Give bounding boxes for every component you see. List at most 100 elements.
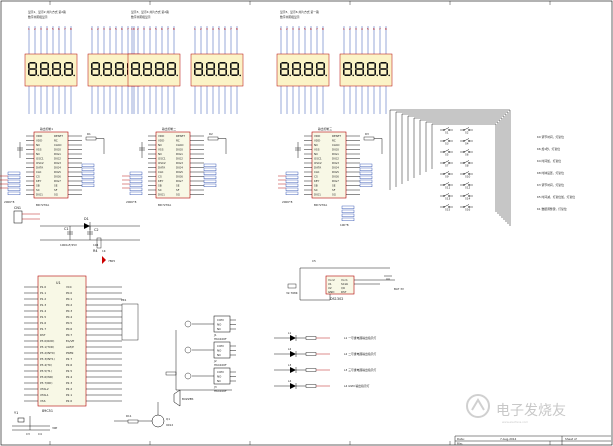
segment <box>35 63 37 69</box>
segment <box>92 74 99 76</box>
chip-pin-left: VSS <box>314 148 320 152</box>
mcu-pin-right: P2.3 <box>66 381 72 385</box>
relay-transistor <box>184 372 192 380</box>
pin-num: 2 <box>34 27 36 31</box>
pin-num: 1 <box>91 27 93 31</box>
chip-pin-left: SC <box>158 188 162 192</box>
res-label: 200K*8 <box>282 200 293 204</box>
decimal-point <box>124 74 126 77</box>
decimal-point <box>289 74 292 77</box>
chip-pin-left: KEY <box>36 179 42 183</box>
chip-title: 输出控制二 <box>162 127 176 131</box>
segment <box>281 68 288 70</box>
chip-pin-left: CS <box>158 175 162 179</box>
segment <box>304 63 306 69</box>
pin-num: 4 <box>298 27 300 31</box>
led-icon <box>290 383 296 389</box>
pin-num: 5 <box>304 27 306 31</box>
chip-pin-right: CLKO <box>332 143 340 147</box>
pin-num: 6 <box>121 27 123 31</box>
chip-pin-left: DIG1 <box>314 193 321 197</box>
mcu-pin-left: P1.4 <box>40 309 46 313</box>
watermark-text: 电子发烧友 <box>496 403 566 419</box>
segment <box>144 74 151 76</box>
pin-num: 3 <box>40 27 42 31</box>
mcu-pin-left: P1.6 <box>40 321 46 325</box>
diode-d1 <box>84 223 90 229</box>
pin-num: 2 <box>200 27 202 31</box>
segment <box>71 63 73 69</box>
segment <box>355 69 357 75</box>
pin-num: 8 <box>385 27 387 31</box>
key-ref: S13 <box>445 197 451 201</box>
segment <box>150 63 152 69</box>
chip-pin-left: VSS <box>36 148 42 152</box>
chip-pin-right: DIG1 <box>176 152 183 156</box>
mcu-pin-right: ALE/P <box>66 345 74 349</box>
segment <box>368 74 375 76</box>
watermark-url: www.elecfans.com <box>502 420 528 424</box>
chip-pin-right: DIG3 <box>176 161 183 165</box>
led-icon <box>290 367 296 373</box>
relay-pin: COM <box>217 344 224 348</box>
chip-pin-right: CLKO <box>54 143 62 147</box>
segment <box>65 62 72 64</box>
key-ref: S8 <box>465 164 469 168</box>
mcu-pin-left: XTAL1 <box>40 393 49 397</box>
bus-line <box>407 115 505 220</box>
segment <box>59 69 61 75</box>
segment <box>317 74 324 76</box>
chip-body <box>33 131 69 199</box>
border-ticks <box>49 1 551 445</box>
mcu-pin-left: P1.2 <box>40 297 46 301</box>
mcu-pin-left: RST <box>40 333 46 337</box>
chip-body <box>311 131 347 199</box>
seven-seg-display <box>127 53 181 87</box>
decimal-point <box>227 74 229 77</box>
pin-num: 8 <box>236 27 238 31</box>
mcu-pin-right: P0.6 <box>66 327 72 331</box>
chip-pin-left: NC <box>36 143 40 147</box>
segment <box>168 68 175 70</box>
key-switch: S15 <box>440 204 453 212</box>
pin-num: 1 <box>194 27 196 31</box>
chip-pin-left: CS <box>314 175 318 179</box>
segment <box>110 63 112 69</box>
key-ref: S6 <box>465 153 469 157</box>
chip-pin-left: VDD <box>36 139 42 143</box>
decimal-point <box>152 74 154 77</box>
chip-pin-right: SF <box>332 188 336 192</box>
key-switch: S1 <box>440 127 453 135</box>
c2-label: C2 <box>94 228 99 232</box>
segment <box>98 69 100 75</box>
key-function-label: K0 调节时间，灯复位 <box>537 135 564 139</box>
battery-label: BAT 3V <box>394 287 404 291</box>
key-ref: S14 <box>465 197 471 201</box>
segment <box>92 62 99 64</box>
segment <box>379 63 381 69</box>
decimal-point <box>388 74 391 77</box>
rtc-pin-l1: X1 <box>328 282 332 286</box>
u-label: 7805 <box>108 259 115 263</box>
segment <box>344 74 351 76</box>
chip-pin-left: VDD <box>314 139 320 143</box>
key-function-label: K1 数据调整键，灯复位 <box>537 207 567 211</box>
mcu-pin-right: VCC <box>66 285 72 289</box>
decimal-point <box>164 74 166 77</box>
connector-cn1 <box>13 210 23 224</box>
chip-pin-left: CS <box>36 175 40 179</box>
chip-pin-left: NC <box>158 152 162 156</box>
decimal-point <box>313 74 316 77</box>
segment <box>231 68 238 70</box>
segment <box>201 63 203 69</box>
segment <box>132 74 139 76</box>
key-switch: S3 <box>440 138 453 146</box>
chip-pin-right: RESET <box>332 134 341 138</box>
c5-label: C5 <box>312 259 316 263</box>
segment <box>350 63 352 69</box>
pin-num: 4 <box>109 27 111 31</box>
segment <box>280 63 282 69</box>
pin-num: 2 <box>349 27 351 31</box>
segment <box>323 69 325 75</box>
